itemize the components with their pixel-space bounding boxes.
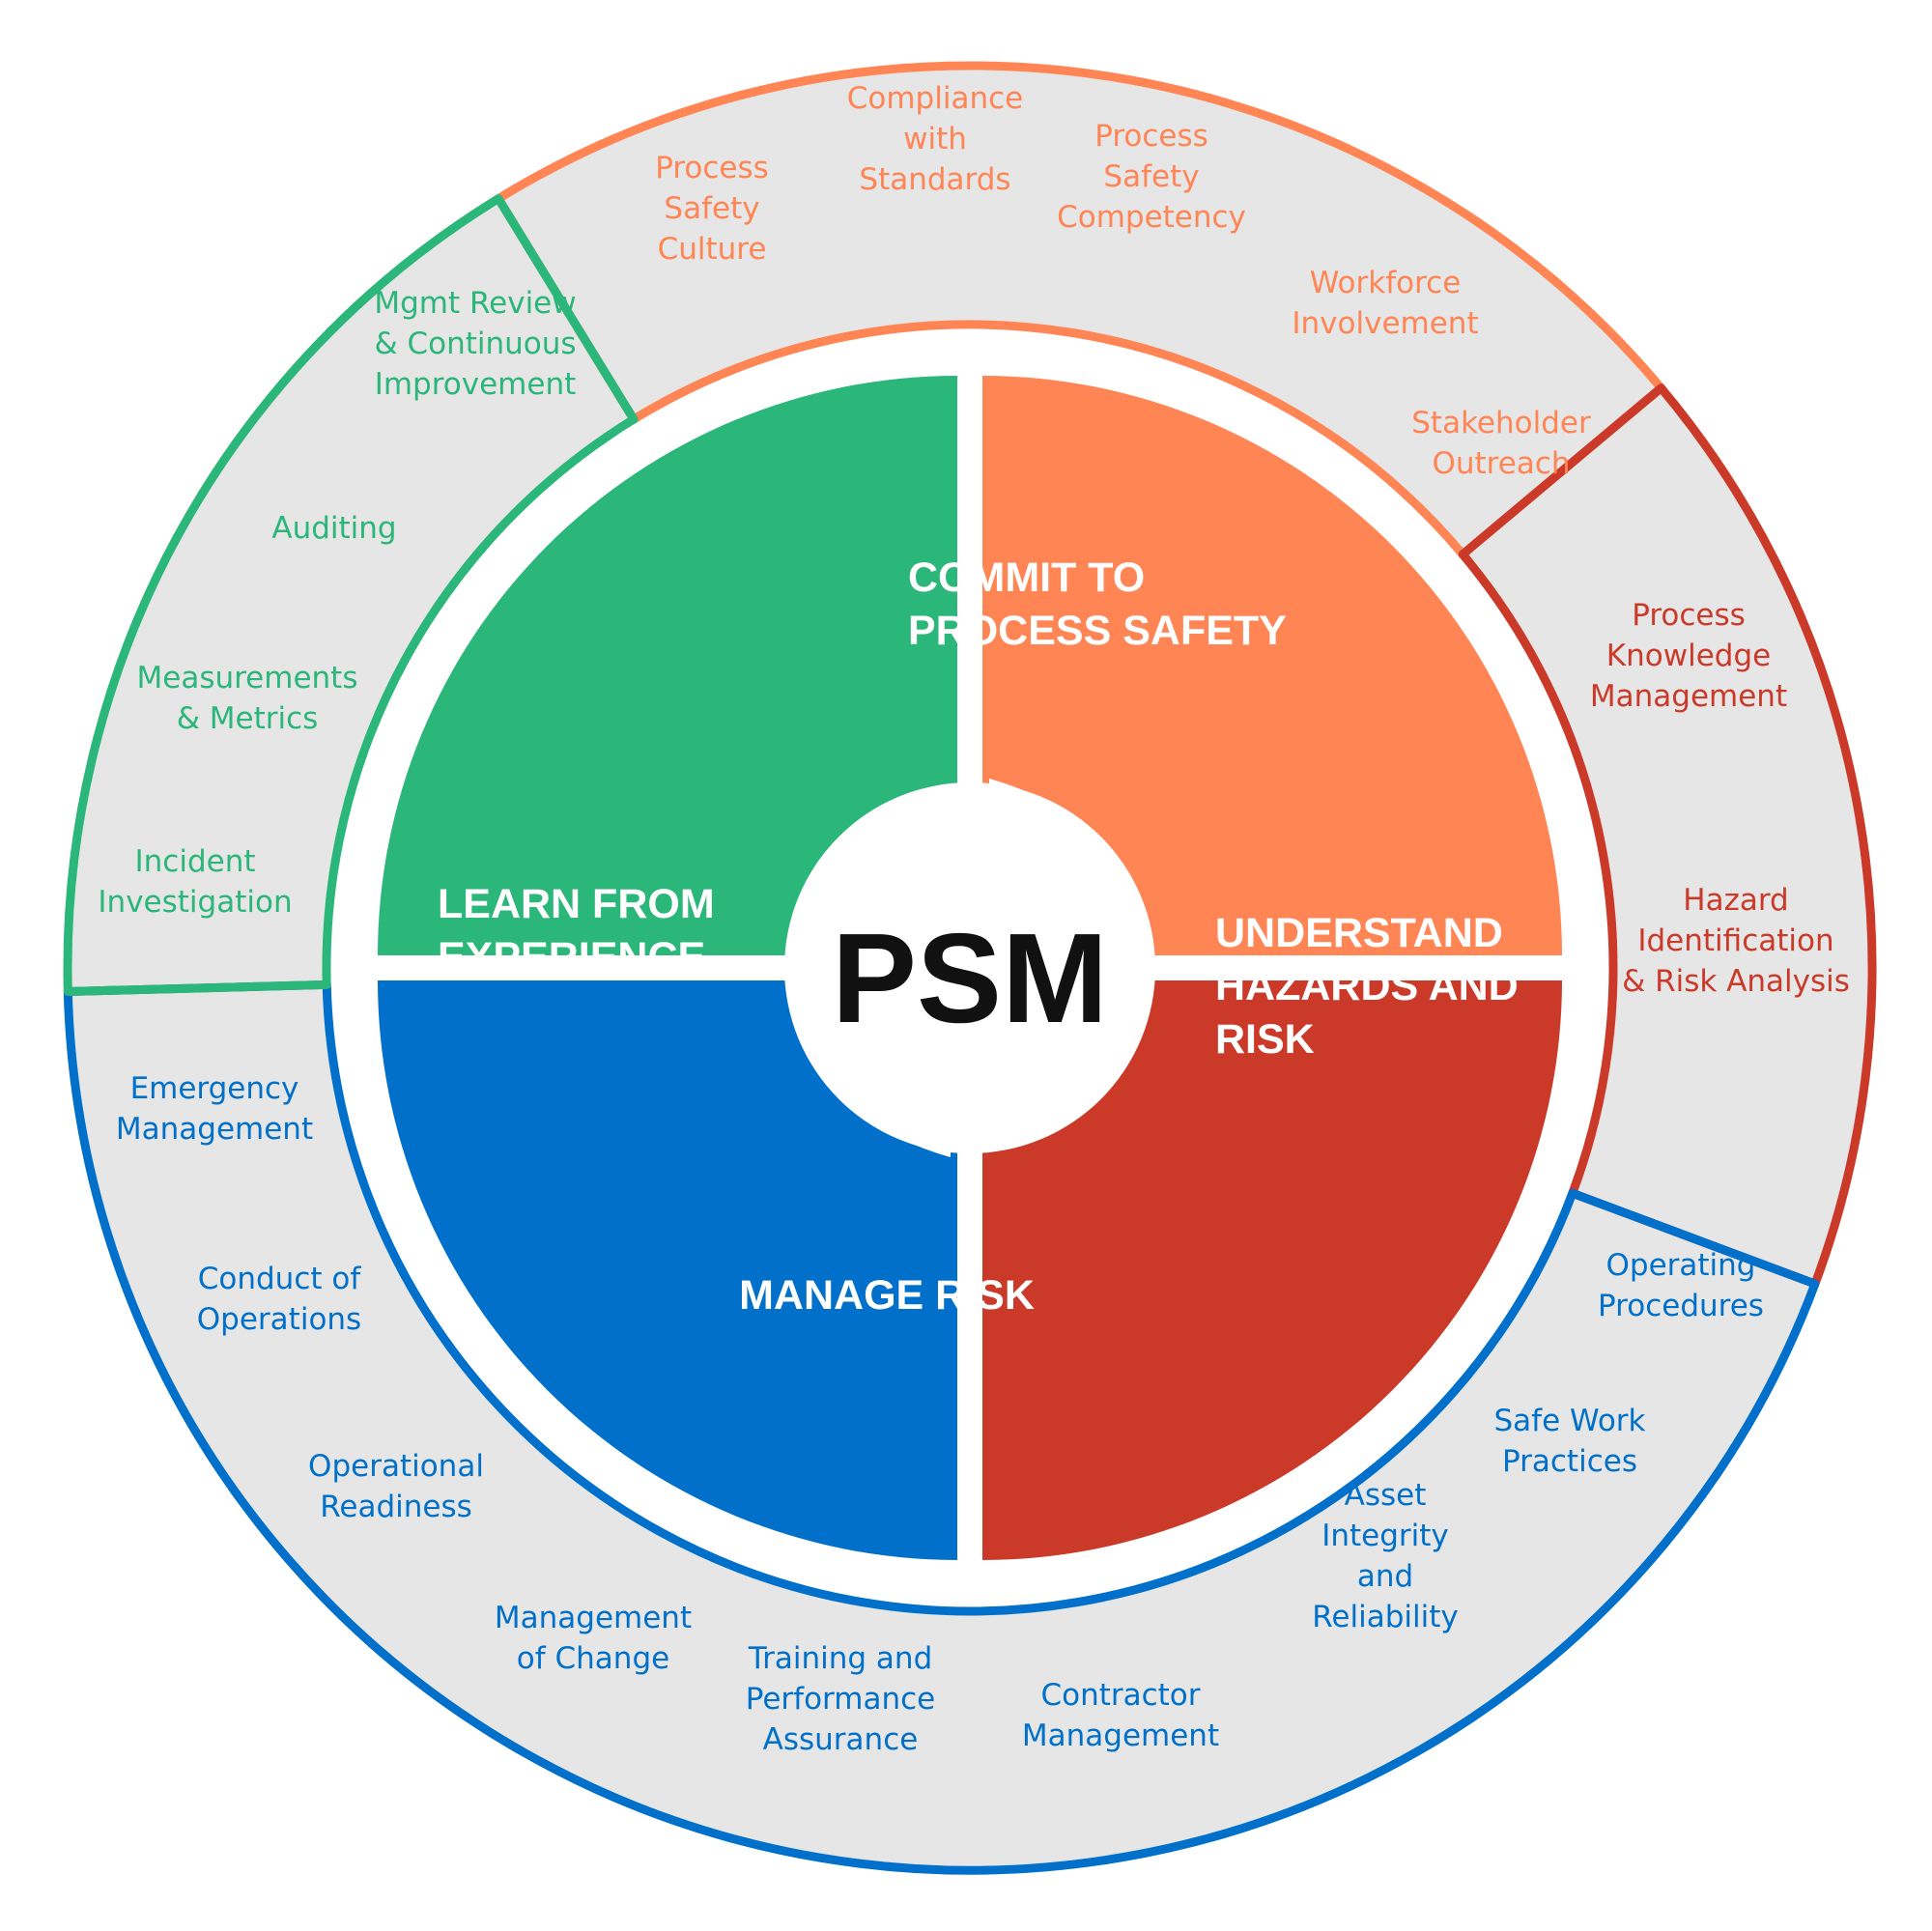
element-label-line: Operational	[308, 1449, 484, 1484]
element-label-line: Standards	[859, 162, 1010, 197]
element-label-line: Knowledge	[1606, 639, 1771, 673]
core-wheel	[378, 376, 1562, 1560]
element-label-line: Operations	[197, 1302, 361, 1337]
understand-pillar-title-line: RISK	[1215, 1016, 1315, 1063]
element-label-line: Contractor	[1040, 1678, 1200, 1713]
manage-divider-start	[1568, 1188, 1820, 1289]
element-label-line: Culture	[658, 232, 767, 267]
element-label-line: Identification	[1637, 923, 1833, 958]
center-hole-swirl-2	[989, 779, 1155, 968]
element-label-line: & Metrics	[177, 701, 319, 736]
commit-inner-arc	[631, 320, 1466, 557]
element-label-line: Outreach	[1432, 446, 1570, 481]
learn-inner-arc	[322, 415, 637, 985]
learn-divider-start	[63, 980, 331, 996]
element-label-line: Assurance	[763, 1722, 919, 1757]
learn-pillar-title-line: EXPERIENCE	[438, 934, 705, 980]
element-label-line: with	[903, 122, 967, 156]
learn-pillar-title-line: LEARN FROM	[438, 881, 715, 927]
element-label-line: Improvement	[375, 367, 577, 402]
manage-pillar-title-line: MANAGE RISK	[739, 1272, 1035, 1319]
element-label-line: Reliability	[1312, 1600, 1458, 1634]
center-hole-swirl-1	[784, 968, 951, 1157]
element-label-line: Safe Work	[1493, 1404, 1645, 1438]
element-label-line: Compliance	[847, 81, 1023, 116]
commit-core-sector	[982, 376, 1562, 955]
core-labels: COMMIT TO PROCESS SAFETY UNDERSTAND HAZARDS…	[438, 554, 1519, 1319]
element-label-line: Investigation	[98, 885, 292, 920]
understand-inner-arc	[1459, 552, 1618, 1195]
element-label-line: Safety	[1103, 159, 1199, 194]
learn-outer-arc	[63, 194, 501, 992]
element-label-line: Process	[1094, 119, 1208, 154]
element-label-line: Management	[116, 1112, 313, 1147]
manage-inner-arc	[322, 984, 1577, 1616]
ring-labels: ProcessSafetyCultureCompliancewithStanda…	[98, 81, 1850, 1757]
element-label-line: Process	[1632, 598, 1746, 633]
element-label-line: Safety	[664, 191, 759, 226]
element-label-line: Emergency	[130, 1071, 299, 1106]
understand-outer-arc	[1658, 384, 1877, 1286]
element-label-line: Training and	[748, 1641, 933, 1676]
element-label-line: Management	[495, 1601, 692, 1635]
element-label-line: Incident	[135, 844, 256, 879]
element-label-line: Process	[655, 151, 769, 185]
element-label-line: Measurements	[137, 661, 358, 696]
element-conduct-of-operations: Conduct of Operations	[197, 1262, 362, 1337]
element-label-line: Readiness	[320, 1490, 472, 1524]
element-label-line: Practices	[1502, 1444, 1637, 1479]
element-label-line: Integrity	[1321, 1519, 1449, 1553]
manage-core-sector	[378, 980, 957, 1560]
learn-core-sector	[378, 376, 957, 955]
element-management-of-change: Management of Change	[495, 1601, 692, 1676]
element-label-line: Management	[1590, 679, 1787, 714]
manage-outer-arc	[63, 991, 1820, 1875]
element-label-line: & Risk Analysis	[1622, 964, 1850, 999]
commit-pillar-title-line: PROCESS SAFETY	[908, 608, 1287, 654]
element-measurements-metrics: Measurements & Metrics	[137, 661, 358, 736]
element-label-line: Hazard	[1683, 883, 1788, 918]
understand-pillar-title-line: UNDERSTAND	[1215, 910, 1503, 956]
element-label-line: Competency	[1057, 200, 1246, 235]
element-label-line: Conduct of	[198, 1262, 362, 1296]
element-label-line: Performance	[746, 1682, 935, 1717]
element-label-line: Auditing	[271, 511, 396, 546]
element-label-line: and	[1357, 1559, 1413, 1594]
element-auditing: Auditing	[271, 511, 396, 546]
understand-pillar-title-line: HAZARDS AND	[1215, 963, 1519, 1009]
element-label-line: Management	[1022, 1718, 1219, 1753]
learn-divider-end	[494, 194, 639, 424]
element-label-line: of Change	[517, 1641, 669, 1676]
commit-outer-arc	[496, 61, 1664, 391]
understand-core-sector	[982, 980, 1562, 1560]
element-label-line: Involvement	[1292, 306, 1478, 341]
center-title: PSM	[832, 907, 1108, 1049]
understand-divider-start	[1458, 383, 1665, 559]
element-label-line: Procedures	[1598, 1289, 1764, 1323]
element-label-line: & Continuous	[374, 327, 576, 361]
element-label-line: Stakeholder	[1411, 406, 1591, 440]
commit-pillar-title-line: COMMIT TO	[908, 554, 1145, 601]
element-label-line: Workforce	[1310, 266, 1462, 300]
element-label-line: Mgmt Review	[374, 286, 576, 321]
element-label-line: Asset	[1345, 1478, 1427, 1513]
element-label-line: Operating	[1606, 1248, 1756, 1283]
